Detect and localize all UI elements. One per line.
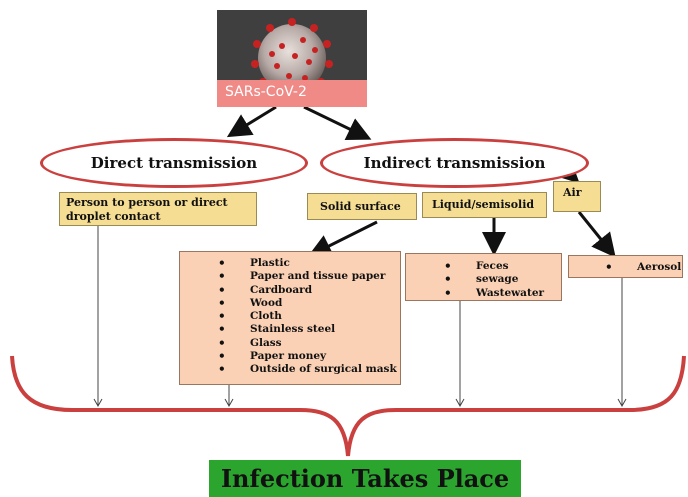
list-item: sewage — [444, 273, 561, 287]
air-list: Aerosol — [605, 261, 682, 275]
list-item: Glass — [218, 337, 400, 351]
coronavirus-image — [217, 10, 367, 90]
list-item: Cardboard — [218, 284, 400, 298]
arrow-solid-to-list — [307, 220, 378, 257]
liquid-list: Feces sewage Wastewater — [444, 260, 561, 301]
direct-transmission-node: Direct transmission — [40, 138, 308, 188]
indirect-transmission-node: Indirect transmission — [320, 138, 589, 188]
list-item: Plastic — [218, 257, 400, 271]
arrow-to-direct — [226, 105, 277, 138]
air-list-box: Aerosol — [568, 255, 683, 278]
liquid-semisolid-box: Liquid/semisolid — [422, 192, 547, 218]
list-item: Wood — [218, 297, 400, 311]
coronavirus-icon — [217, 10, 367, 90]
solid-surface-list: Plastic Paper and tissue paper Cardboard… — [218, 257, 400, 377]
liquid-list-box: Feces sewage Wastewater — [405, 253, 562, 301]
list-item: Stainless steel — [218, 323, 400, 337]
list-item: Wastewater — [444, 287, 561, 301]
person-to-person-box: Person to person or direct droplet conta… — [59, 192, 257, 226]
list-item: Feces — [444, 260, 561, 274]
infection-outcome-box: Infection Takes Place — [209, 460, 521, 497]
arrow-to-indirect — [303, 105, 372, 140]
arrow-air-to-list — [577, 211, 616, 258]
solid-surface-list-box: Plastic Paper and tissue paper Cardboard… — [179, 251, 401, 385]
list-item: Paper and tissue paper — [218, 270, 400, 284]
solid-surface-box: Solid surface — [307, 193, 417, 220]
virus-label: SARs-CoV-2 — [217, 80, 367, 107]
list-item: Outside of surgical mask — [218, 363, 400, 377]
list-item: Aerosol — [605, 261, 682, 275]
air-box: Air — [553, 181, 601, 212]
list-item: Paper money — [218, 350, 400, 364]
curly-bracket — [10, 355, 686, 457]
list-item: Cloth — [218, 310, 400, 324]
